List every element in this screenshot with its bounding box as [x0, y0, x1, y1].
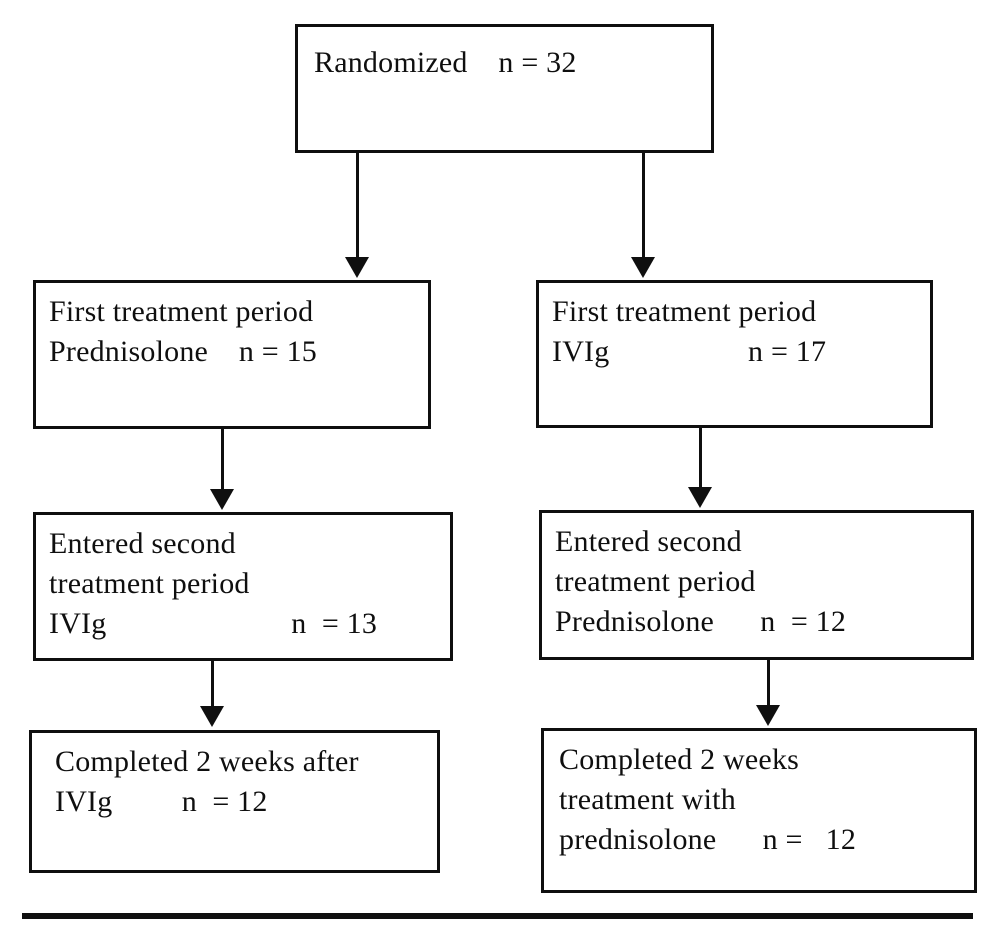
- arrow-down-icon: [631, 152, 655, 278]
- box-line: Entered second: [49, 527, 236, 560]
- arrow-stem: [355, 152, 359, 258]
- arrowhead-icon: [345, 257, 369, 278]
- box-line: treatment period: [555, 565, 756, 598]
- completed-prednisolone-box: Completed 2 weeks treatment with prednis…: [541, 728, 977, 893]
- box-line: First treatment period: [49, 295, 314, 328]
- arrow-stem: [766, 660, 770, 706]
- box-line: First treatment period: [552, 295, 817, 328]
- arrowhead-icon: [631, 257, 655, 278]
- box-line: Completed 2 weeks: [559, 743, 800, 776]
- arrowhead-icon: [756, 705, 780, 726]
- arrow-down-icon: [200, 661, 224, 727]
- box-line: Entered second: [555, 525, 742, 558]
- arrow-down-icon: [756, 660, 780, 726]
- randomized-label: Randomized n = 32: [314, 46, 577, 79]
- box-line: IVIg n = 12: [55, 785, 268, 818]
- box-line: Completed 2 weeks after: [55, 745, 359, 778]
- arrowhead-icon: [688, 487, 712, 508]
- box-line: Prednisolone n = 15: [49, 335, 317, 368]
- arrow-stem: [210, 661, 214, 707]
- arrow-stem: [698, 428, 702, 488]
- second-treatment-ivig-box: Entered second treatment period IVIg n =…: [33, 512, 453, 661]
- first-treatment-prednisolone-box: First treatment period Prednisolone n = …: [33, 280, 431, 429]
- arrowhead-icon: [200, 706, 224, 727]
- box-line: prednisolone n = 12: [559, 823, 857, 856]
- completed-ivig-box: Completed 2 weeks after IVIg n = 12: [29, 730, 440, 873]
- second-treatment-prednisolone-box: Entered second treatment period Predniso…: [539, 510, 974, 660]
- box-line: IVIg n = 17: [552, 335, 827, 368]
- arrow-down-icon: [345, 152, 369, 278]
- arrow-down-icon: [210, 429, 234, 510]
- arrow-down-icon: [688, 428, 712, 508]
- randomized-box: Randomized n = 32: [295, 24, 714, 153]
- bottom-divider-rule: [22, 913, 973, 919]
- first-treatment-ivig-box: First treatment period IVIg n = 17: [536, 280, 933, 428]
- arrow-stem: [641, 152, 645, 258]
- box-line: treatment period: [49, 567, 250, 600]
- box-line: Prednisolone n = 12: [555, 605, 847, 638]
- arrow-stem: [220, 429, 224, 490]
- arrowhead-icon: [210, 489, 234, 510]
- box-line: IVIg n = 13: [49, 607, 378, 640]
- box-line: treatment with: [559, 783, 736, 816]
